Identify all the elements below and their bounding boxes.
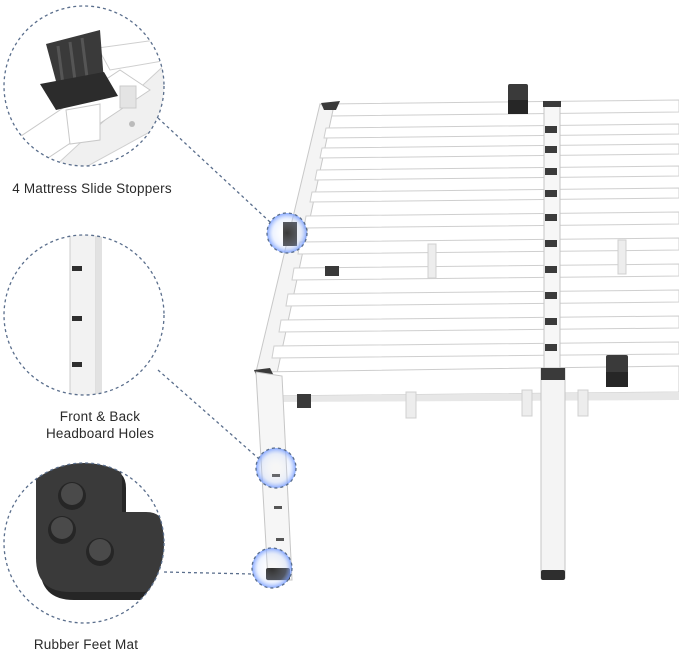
slide-stopper-front	[606, 355, 628, 387]
caption-slide-stoppers: 4 Mattress Slide Stoppers	[12, 181, 172, 196]
caption-rubber-feet: Rubber Feet Mat	[33, 637, 139, 652]
slide-stopper-back	[508, 84, 528, 114]
callout-lines	[157, 117, 271, 575]
highlight-feet	[251, 547, 293, 589]
highlight-stopper	[266, 212, 308, 254]
rubber-foot-mat-icon	[36, 463, 164, 600]
headboard-hole-icon	[72, 266, 82, 367]
detail-feet-circle	[3, 462, 165, 624]
detail-holes-circle	[3, 234, 165, 396]
stopper-bracket-icon	[40, 30, 118, 145]
caption-headboard-holes-line1: Front & Back	[59, 409, 141, 424]
highlight-holes	[255, 447, 297, 489]
slats	[271, 123, 679, 359]
caption-headboard-holes-line2: Headboard Holes	[45, 426, 155, 441]
detail-stopper-circle	[3, 5, 165, 167]
caption-headboard-holes: Front & Back Headboard Holes	[30, 408, 170, 442]
bed-frame	[254, 84, 679, 581]
